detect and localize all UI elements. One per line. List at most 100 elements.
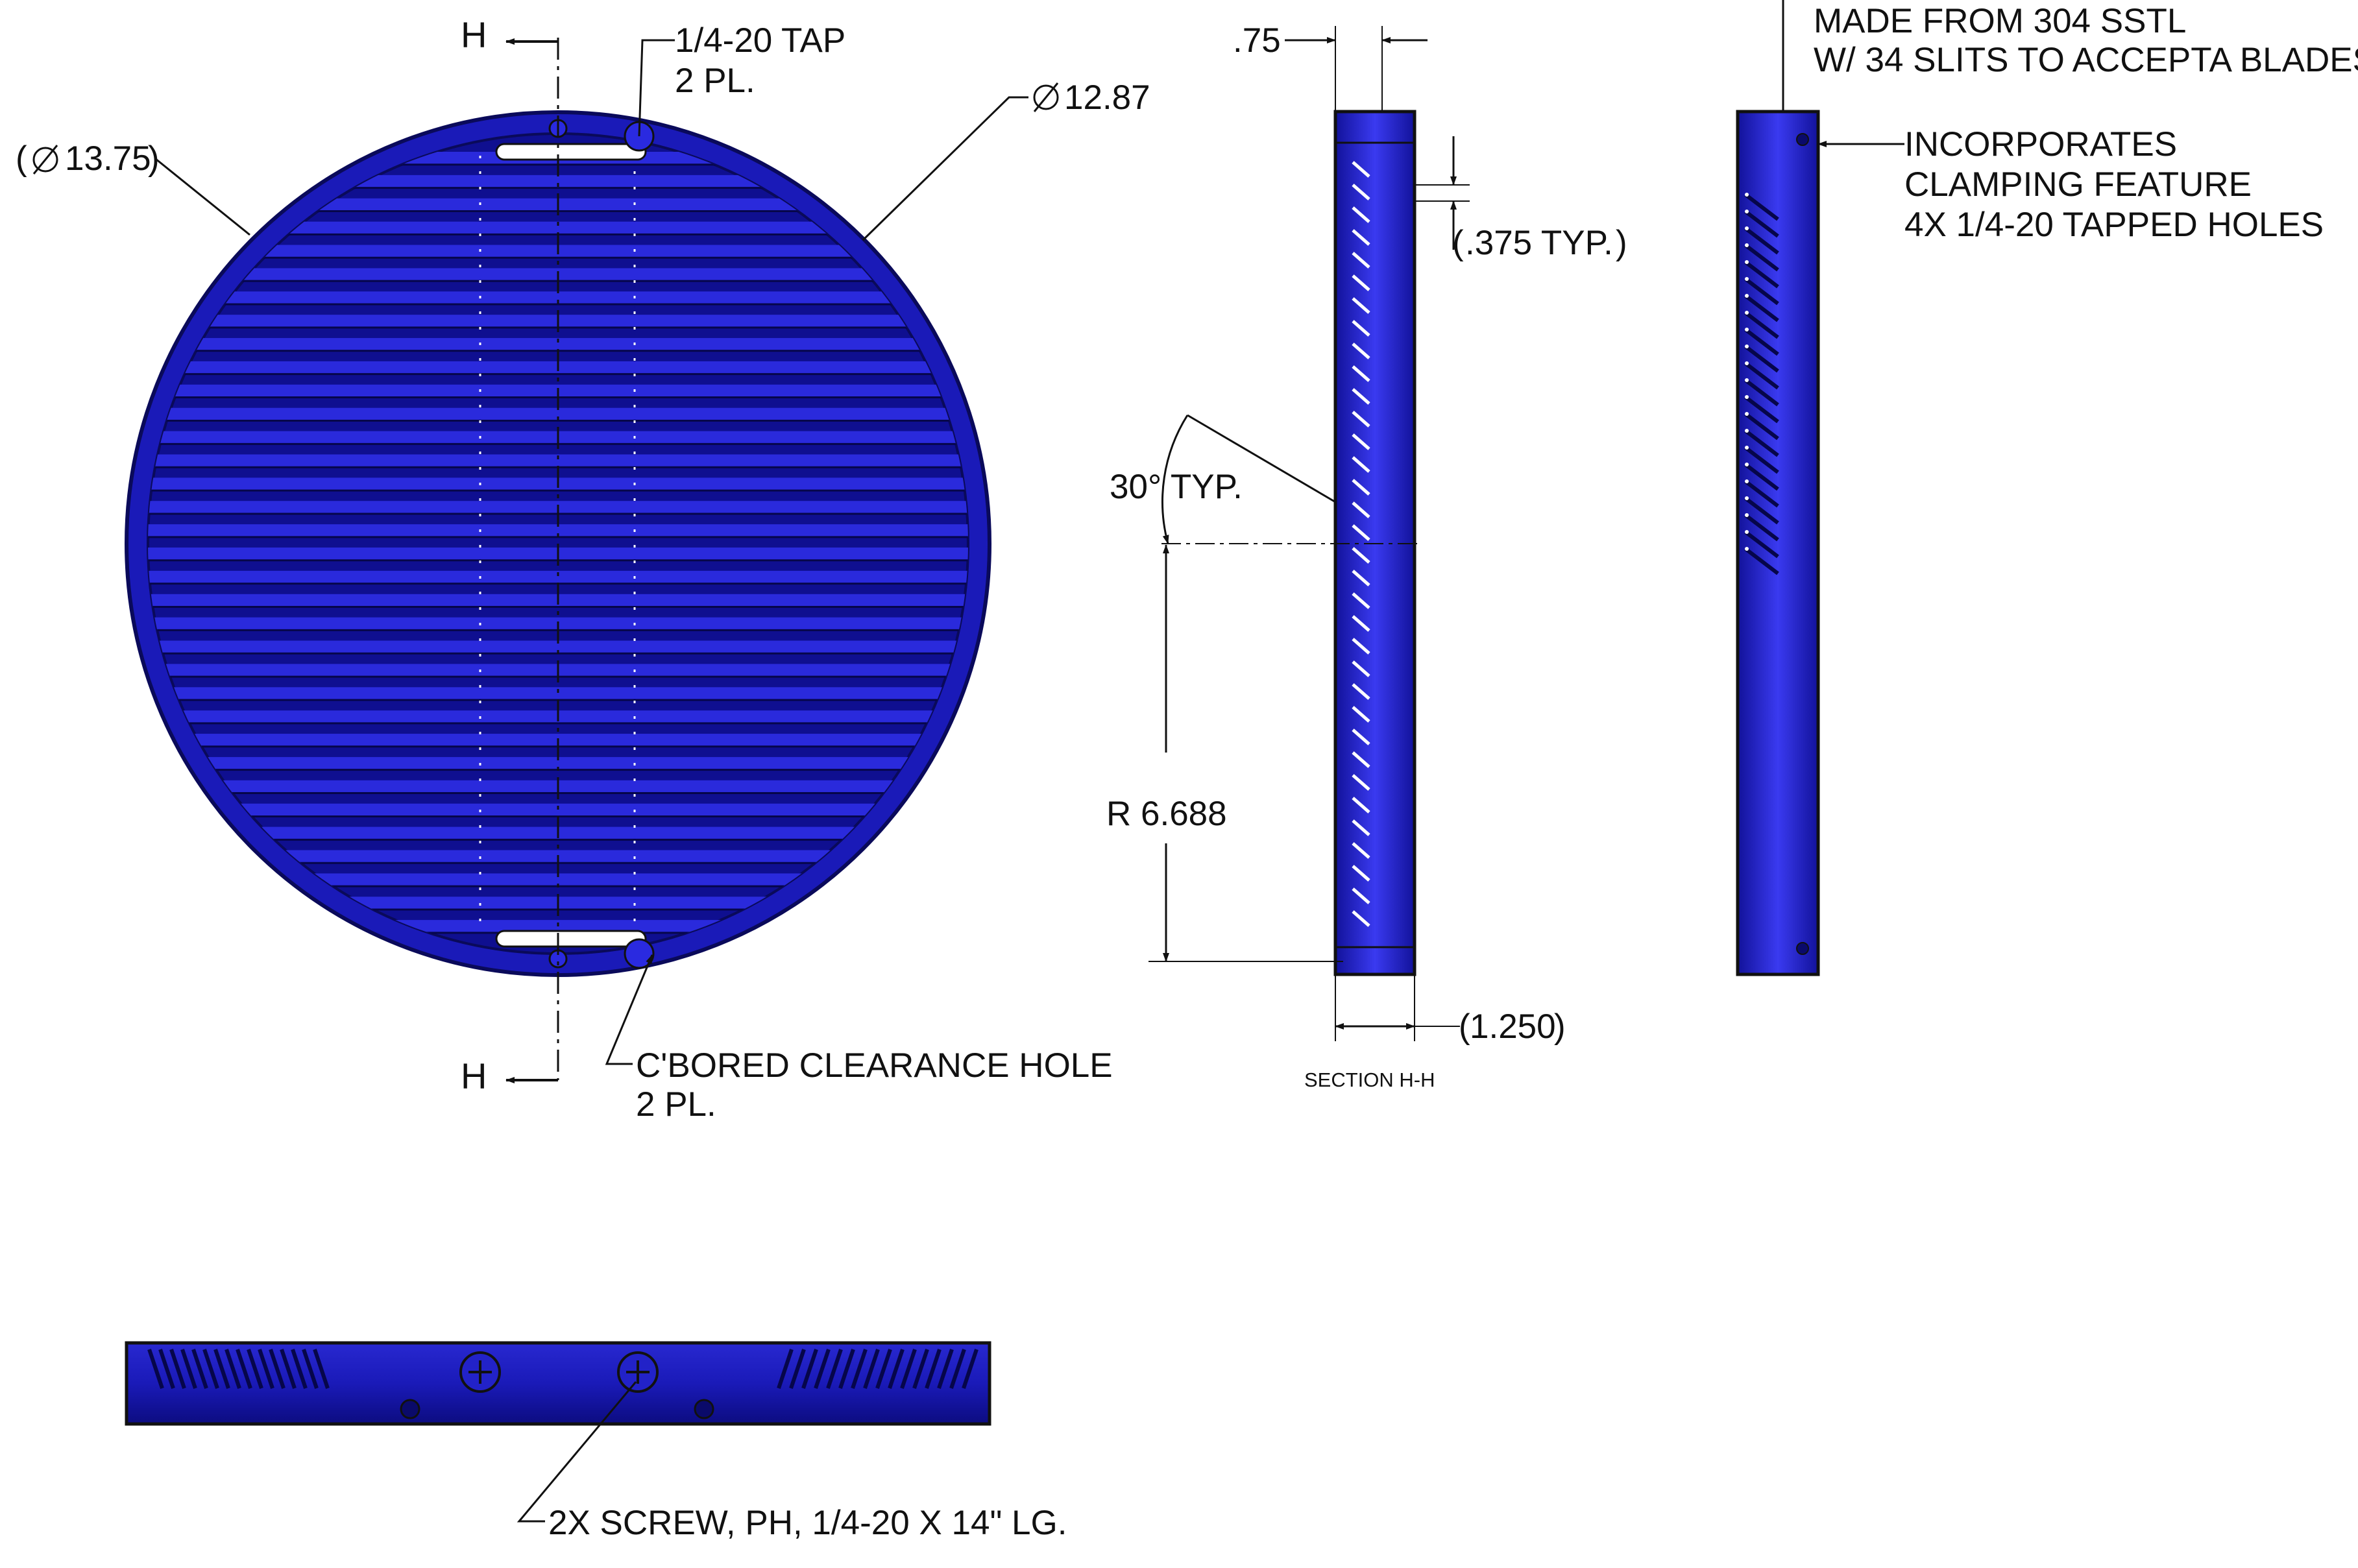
section-slit bbox=[1352, 411, 1370, 428]
side-slit bbox=[1744, 463, 1779, 491]
edge-slit bbox=[225, 1349, 241, 1389]
edge-slit bbox=[900, 1349, 917, 1389]
section-slit bbox=[1352, 229, 1370, 246]
edge-slit bbox=[826, 1349, 843, 1389]
tap-note-line1: 1/4-20 TAP bbox=[675, 21, 845, 60]
slit-bar bbox=[148, 803, 968, 817]
outer-dia-value: 13.75 bbox=[65, 139, 151, 178]
pitch-paren-right: ) bbox=[1616, 224, 1627, 262]
side-slit bbox=[1744, 260, 1779, 289]
side-slit-dot bbox=[1745, 277, 1749, 281]
section-slit bbox=[1352, 456, 1370, 473]
side-slit bbox=[1744, 513, 1779, 542]
side-slit bbox=[1744, 277, 1779, 306]
outer-dia-paren-right: ) bbox=[148, 139, 160, 178]
section-slit bbox=[1352, 365, 1370, 382]
screw-note: 2X SCREW, PH, 1/4-20 X 14" LG. bbox=[548, 1504, 1067, 1542]
edge-slit bbox=[302, 1349, 319, 1389]
edge-view: 2X SCREW, PH, 1/4-20 X 14" LG. bbox=[125, 1341, 1067, 1542]
edge-slit bbox=[801, 1349, 818, 1389]
section-slit bbox=[1352, 638, 1370, 655]
edge-slit bbox=[851, 1349, 868, 1389]
diameter-symbol-icon bbox=[32, 145, 58, 175]
edge-slit bbox=[949, 1349, 966, 1389]
edge-slit bbox=[213, 1349, 230, 1389]
edge-body bbox=[125, 1341, 991, 1426]
section-slit bbox=[1352, 819, 1370, 836]
side-slit bbox=[1744, 193, 1779, 221]
slit-bar bbox=[148, 756, 968, 770]
edge-slit bbox=[247, 1349, 263, 1389]
clamp-note-line2: CLAMPING FEATURE bbox=[1904, 165, 2252, 204]
edge-slit bbox=[777, 1349, 794, 1389]
side-slit-dot bbox=[1745, 446, 1749, 450]
side-slit bbox=[1744, 429, 1779, 457]
section-slit bbox=[1352, 388, 1370, 405]
side-slit-dot bbox=[1745, 463, 1749, 466]
section-view: .75 ( .375 TYP. ) 30° TYP. R 6.688 ( 1.2… bbox=[1106, 21, 1627, 1091]
edge-slit bbox=[925, 1349, 942, 1389]
side-slit-dot bbox=[1745, 210, 1749, 213]
edge-slit bbox=[236, 1349, 252, 1389]
section-slit bbox=[1352, 297, 1370, 314]
section-slit bbox=[1352, 547, 1370, 564]
section-slit bbox=[1352, 161, 1370, 178]
side-slit bbox=[1744, 210, 1779, 238]
side-slit bbox=[1744, 361, 1779, 390]
side-slit bbox=[1744, 226, 1779, 255]
diameter-symbol-icon bbox=[1033, 82, 1059, 112]
side-slit bbox=[1744, 530, 1779, 559]
side-slit bbox=[1744, 311, 1779, 339]
section-slit bbox=[1352, 887, 1370, 904]
side-slit bbox=[1744, 547, 1779, 575]
side-slit-dot bbox=[1745, 479, 1749, 483]
edge-slit bbox=[147, 1349, 164, 1389]
edge-hole-left bbox=[400, 1399, 420, 1419]
side-slit-dot bbox=[1745, 513, 1749, 517]
edge-slit bbox=[962, 1349, 978, 1389]
slit-bar bbox=[148, 221, 968, 235]
view-h-bottom-label: H bbox=[461, 1055, 487, 1096]
screw-leader bbox=[517, 1381, 637, 1523]
edge-hole-right bbox=[694, 1399, 714, 1419]
section-slit bbox=[1352, 774, 1370, 791]
side-slit-dot bbox=[1745, 429, 1749, 433]
side-slit-dot bbox=[1745, 496, 1749, 500]
angle-arc bbox=[1161, 415, 1189, 544]
angle-dim: 30° TYP. bbox=[1110, 468, 1243, 506]
clamp-note-line1: INCORPORATES bbox=[1904, 125, 2177, 163]
side-slit bbox=[1744, 446, 1779, 474]
side-slit bbox=[1744, 328, 1779, 356]
section-slit bbox=[1352, 660, 1370, 677]
screw-head-icon bbox=[617, 1351, 659, 1393]
side-view: MADE FROM 304 SSTL W/ 34 SLITS TO ACCEPT… bbox=[1736, 0, 2358, 976]
slit-bar bbox=[148, 338, 968, 351]
side-body bbox=[1736, 110, 1820, 976]
material-note-line2: W/ 34 SLITS TO ACCEPTA BLADES bbox=[1814, 41, 2358, 79]
edge-slit bbox=[313, 1349, 330, 1389]
edge-slit bbox=[291, 1349, 308, 1389]
side-slits bbox=[1744, 193, 1779, 575]
section-slit bbox=[1352, 320, 1370, 337]
side-slit bbox=[1744, 395, 1779, 424]
section-slit bbox=[1352, 343, 1370, 359]
edge-slit bbox=[814, 1349, 831, 1389]
section-slits bbox=[1352, 161, 1370, 927]
edge-slit bbox=[280, 1349, 297, 1389]
slit-bar bbox=[148, 291, 968, 305]
side-slit-dot bbox=[1745, 294, 1749, 298]
section-slit bbox=[1352, 842, 1370, 859]
inner-dia-leader bbox=[862, 96, 1028, 241]
section-slit bbox=[1352, 433, 1370, 450]
clamp-note-line3: 4X 1/4-20 TAPPED HOLES bbox=[1904, 206, 2324, 244]
thickness-dim: .75 bbox=[1233, 21, 1281, 60]
pitch-paren-left: ( bbox=[1452, 224, 1464, 262]
side-slit-dot bbox=[1745, 361, 1749, 365]
edge-slit bbox=[875, 1349, 892, 1389]
edge-slit bbox=[789, 1349, 806, 1389]
side-slit-dot bbox=[1745, 260, 1749, 264]
edge-slit bbox=[158, 1349, 175, 1389]
edge-slit bbox=[863, 1349, 880, 1389]
section-slit bbox=[1352, 865, 1370, 882]
tap-note-line2: 2 PL. bbox=[675, 62, 755, 100]
